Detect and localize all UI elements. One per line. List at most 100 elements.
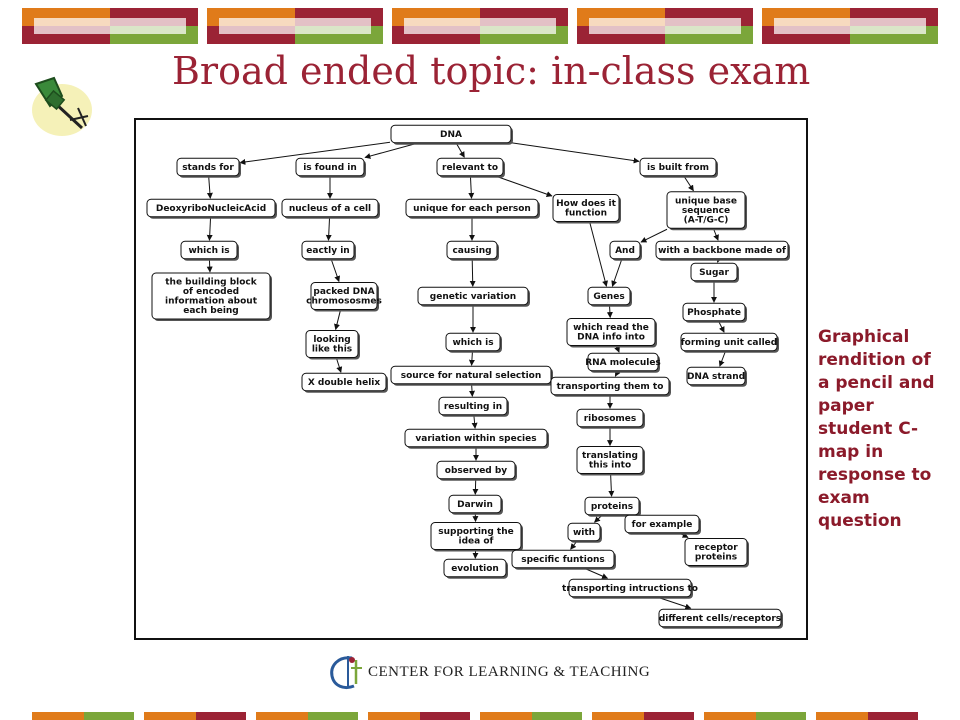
node-label: with a backbone made of	[658, 246, 786, 256]
node-box	[682, 302, 746, 322]
node-specific: specific funtions	[511, 549, 616, 570]
caption-line: a pencil and	[818, 373, 935, 393]
caption-line: response to	[818, 465, 932, 485]
node-genes: Genes	[587, 286, 632, 307]
node-label: forming unit called	[681, 338, 777, 348]
node-box	[405, 198, 539, 218]
node-box	[658, 608, 782, 628]
node-label: X double helix	[308, 378, 381, 388]
edge-eactly_in-to-packed	[330, 259, 341, 283]
node-observed: observed by	[436, 460, 517, 481]
node-box	[584, 496, 640, 516]
node-box	[180, 240, 238, 260]
node-box	[576, 446, 644, 474]
node-box	[404, 428, 548, 448]
node-darwin: Darwin	[448, 494, 503, 515]
node-label: resulting in	[444, 402, 502, 412]
edge-and-to-genes	[611, 259, 623, 287]
node-label: specific funtions	[521, 555, 605, 565]
node-label: DNA strand	[687, 372, 745, 382]
node-label: information about	[165, 297, 258, 307]
edge-with-to-specific	[570, 541, 577, 550]
node-label: Darwin	[457, 500, 493, 510]
bottom-color-band	[32, 712, 938, 720]
node-dna: DNA	[390, 124, 513, 145]
node-box	[639, 157, 717, 177]
node-label: which read the	[573, 323, 649, 333]
node-label: which is	[452, 338, 493, 348]
node-box	[680, 332, 778, 352]
edge-phosphate-to-forming	[718, 321, 725, 333]
node-box	[684, 538, 748, 566]
node-box	[390, 124, 512, 144]
edge-looking-to-x_helix	[336, 358, 343, 373]
node-is-found-in: is found in	[295, 157, 366, 178]
caption-line: exam	[818, 488, 870, 508]
node-unique-person: unique for each person	[405, 198, 540, 219]
edge-relevant_to-to-how_does	[497, 176, 553, 198]
node-box	[655, 240, 789, 260]
node-box	[445, 332, 501, 352]
node-label: which is	[188, 246, 229, 256]
edge-dna-to-relevant_to	[456, 143, 465, 158]
caption-text: Graphical rendition of a pencil and pape…	[818, 326, 958, 533]
node-label: supporting the	[438, 527, 513, 537]
edge-transporting_instr-to-different	[659, 597, 692, 610]
slide-title: Broad ended topic: in-class exam	[172, 49, 811, 93]
edge-causing-to-genetic_var	[469, 259, 476, 287]
node-label: is built from	[647, 163, 709, 173]
node-box	[566, 318, 656, 346]
node-dna-strand: DNA strand	[686, 366, 747, 387]
node-box	[436, 460, 516, 480]
node-box	[446, 240, 498, 260]
caption-line: Graphical	[818, 327, 910, 347]
node-label: transporting them to	[557, 382, 664, 392]
edges-layer	[206, 141, 726, 610]
node-label: like this	[312, 345, 352, 355]
node-box	[310, 282, 378, 310]
push-pin-icon	[26, 70, 98, 142]
caption-line: question	[818, 511, 902, 531]
node-box	[417, 286, 529, 306]
node-label: translating	[582, 451, 638, 461]
node-label: relevant to	[442, 163, 498, 173]
node-different: different cells/receptors	[658, 608, 783, 629]
node-label: RNA molecules	[585, 358, 661, 368]
node-box	[448, 494, 502, 514]
edge-stands_for-to-deoxy	[206, 176, 213, 199]
node-box	[567, 522, 601, 542]
node-causing: causing	[446, 240, 499, 261]
node-box	[690, 262, 738, 282]
node-sugar: Sugar	[690, 262, 739, 283]
node-label: ribosomes	[584, 414, 637, 424]
node-label: with	[573, 528, 595, 538]
node-box	[281, 198, 379, 218]
node-label: How does it	[556, 199, 616, 209]
node-nucleus: nucleus of a cell	[281, 198, 380, 219]
caption-line: map in	[818, 442, 884, 462]
node-label: observed by	[445, 466, 508, 476]
node-which-is-1: which is	[180, 240, 239, 261]
edge-proteins-to-with	[594, 515, 602, 523]
node-and: And	[609, 240, 642, 261]
node-relevant-to: relevant to	[436, 157, 505, 178]
node-label: of encoded	[183, 287, 239, 297]
node-box	[390, 365, 552, 385]
node-is-built-from: is built from	[639, 157, 718, 178]
node-box	[443, 558, 507, 578]
node-box	[301, 372, 387, 392]
node-label: chromososmes	[306, 297, 382, 307]
node-rna: RNA molecules	[585, 352, 661, 373]
caption-line: rendition of	[818, 350, 931, 370]
node-label: function	[565, 209, 607, 219]
edge-dna-to-is_found_in	[364, 143, 416, 159]
top-color-band	[22, 8, 938, 44]
node-label: proteins	[591, 502, 633, 512]
node-box	[576, 408, 644, 428]
